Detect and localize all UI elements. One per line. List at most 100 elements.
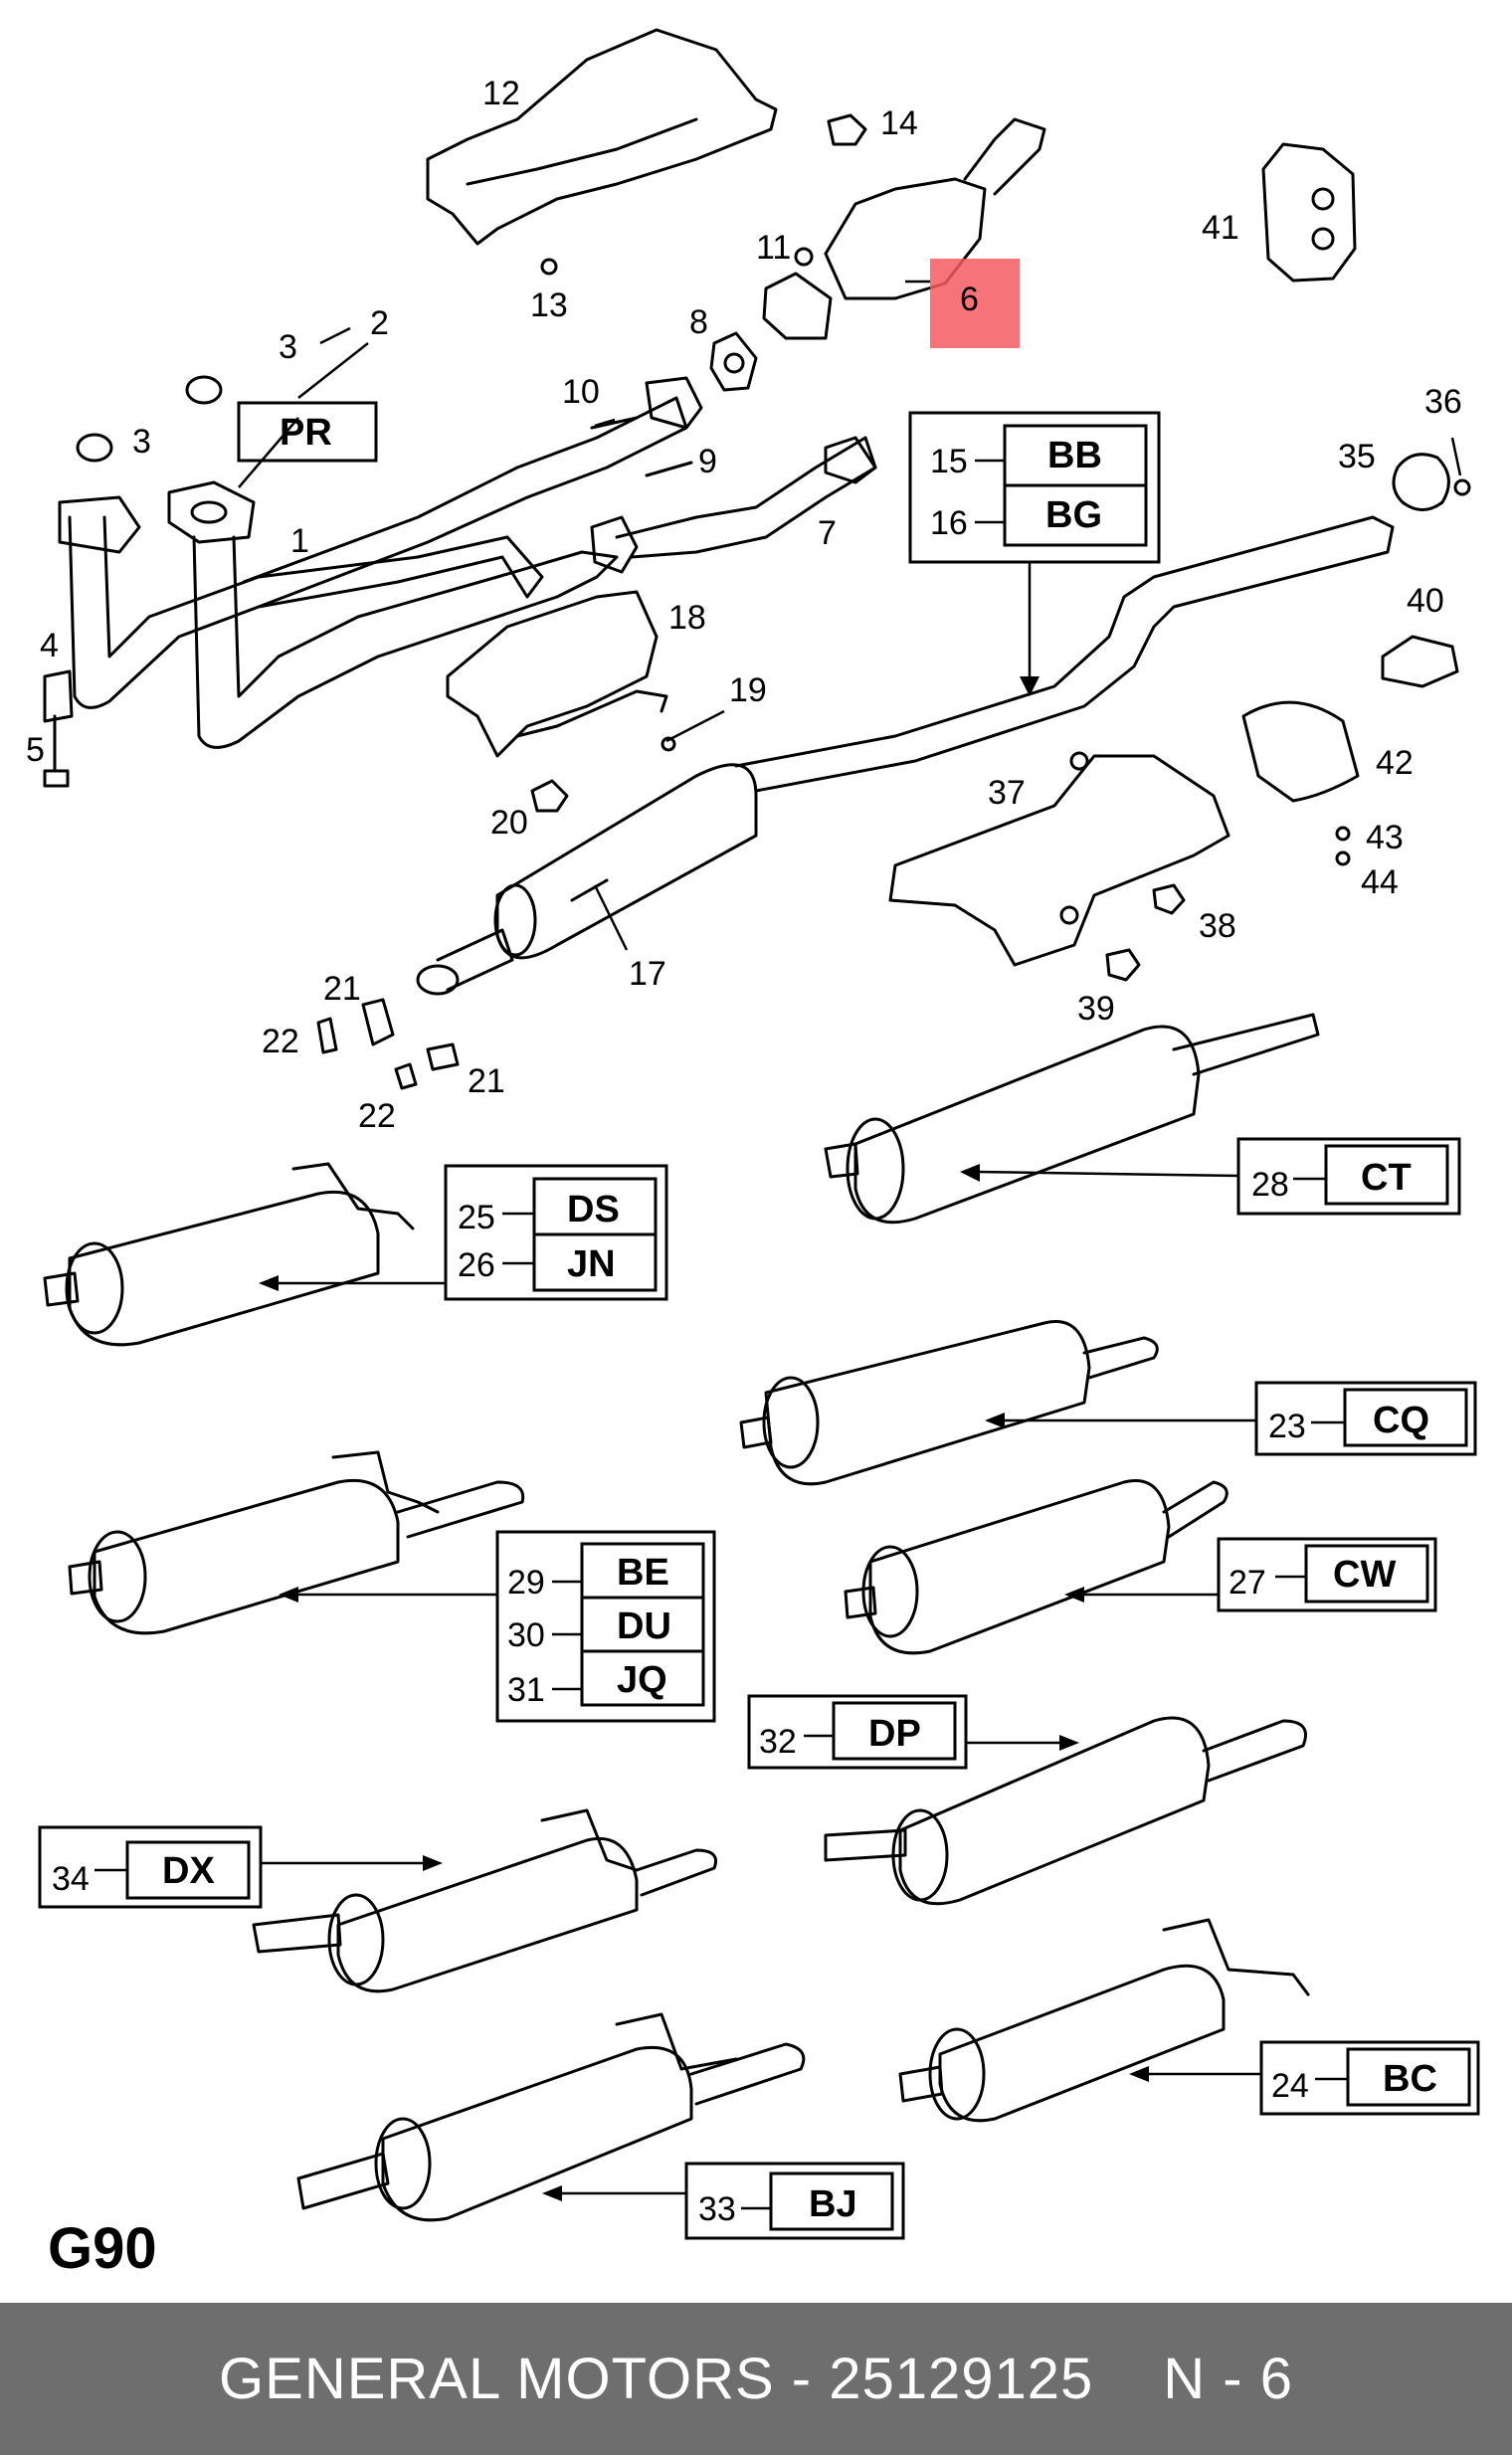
rear-silencer-dp xyxy=(898,1716,1211,1906)
code-bc: BC xyxy=(1383,2058,1437,2100)
rear-silencer-dx-tail xyxy=(635,1848,717,1897)
code-bj: BJ xyxy=(809,2183,857,2225)
strap-42 xyxy=(1241,700,1360,803)
bolt-17 xyxy=(570,878,609,902)
rear-silencer-dx-hanger xyxy=(540,1808,639,1872)
front-silencer-17-end xyxy=(493,883,537,957)
rear-silencer-be-du-jq-end xyxy=(88,1530,147,1623)
callout-22-lower: 22 xyxy=(358,1097,396,1135)
heat-shield-12 xyxy=(426,28,778,246)
code-box-cw: 27 CW xyxy=(1064,1537,1437,1612)
callout-12: 12 xyxy=(482,75,520,112)
rear-silencer-ds-jn-end xyxy=(65,1241,124,1335)
code-ct: CT xyxy=(1361,1157,1412,1199)
callout-37: 37 xyxy=(988,774,1026,812)
callout-43: 43 xyxy=(1366,819,1404,856)
rear-silencer-cq xyxy=(764,1320,1091,1486)
rear-silencer-cw-tail xyxy=(1162,1480,1228,1539)
callout-22-upper: 22 xyxy=(262,1023,299,1060)
nut-38 xyxy=(1152,883,1186,915)
front-pipe-right xyxy=(192,535,619,749)
callout-27: 27 xyxy=(1228,1564,1266,1602)
flange-11 xyxy=(762,272,833,340)
nut-43 xyxy=(1335,826,1351,842)
callout-44: 44 xyxy=(1361,863,1399,901)
callout-11: 11 xyxy=(756,229,791,267)
clamp-21-lower xyxy=(426,1042,460,1071)
rear-silencer-dp-tail xyxy=(1202,1719,1307,1783)
code-box-pr: PR xyxy=(237,401,378,463)
rear-silencer-cw xyxy=(868,1479,1171,1655)
flange-gasket-7 xyxy=(590,515,639,574)
nut-20 xyxy=(530,779,569,813)
code-dx: DX xyxy=(162,1850,215,1892)
rear-silencer-ds-jn-inlet xyxy=(43,1271,80,1307)
code-box-dp: 32 DP xyxy=(747,1694,1079,1770)
callout-20: 20 xyxy=(490,804,528,842)
section-code: G90 xyxy=(48,2216,157,2281)
callout-17: 17 xyxy=(629,955,666,993)
callout-38: 38 xyxy=(1199,907,1236,945)
callout-32: 32 xyxy=(759,1723,797,1761)
code-box-bc: 24 BC xyxy=(1129,2040,1480,2116)
rear-silencer-ct-tail xyxy=(1172,1013,1320,1076)
front-silencer-17-outlet xyxy=(416,964,460,996)
rear-silencer-bj-hanger xyxy=(615,2012,738,2071)
callout-2: 2 xyxy=(370,304,389,342)
gasket-8 xyxy=(709,331,758,392)
bolt-10 xyxy=(590,416,639,430)
flange-10 xyxy=(645,376,703,430)
code-box-bj: 33 BJ xyxy=(542,2162,905,2240)
nut-14 xyxy=(827,113,867,146)
front-pipe-left xyxy=(68,515,544,709)
code-box-ds-jn: 25 26 DS JN xyxy=(259,1164,668,1301)
clamp-22-lower xyxy=(394,1062,418,1090)
flange-front-right xyxy=(167,480,256,544)
callout-3-lower: 3 xyxy=(132,423,151,461)
callout-23: 23 xyxy=(1268,1408,1306,1445)
rear-silencer-bc-end xyxy=(928,2027,986,2121)
rear-silencer-bc-hanger xyxy=(1162,1918,1310,1996)
clamp-21-upper xyxy=(361,998,395,1046)
code-dp: DP xyxy=(868,1713,921,1755)
callout-14: 14 xyxy=(880,104,918,142)
intermediate-pipe-7 xyxy=(615,436,877,559)
rear-silencer-be-du-jq-inlet xyxy=(68,1560,103,1596)
catalytic-converter-6 xyxy=(824,177,987,300)
nut-39 xyxy=(1105,948,1141,982)
callout-10: 10 xyxy=(562,373,600,411)
code-du: DU xyxy=(617,1605,671,1647)
rear-silencer-bj-tail xyxy=(689,2042,806,2106)
flange-front-left xyxy=(58,495,141,554)
callout-26: 26 xyxy=(458,1246,495,1284)
rear-silencer-be-du-jq-tail xyxy=(396,1480,525,1539)
callout-13: 13 xyxy=(530,286,568,324)
highlight-box-6 xyxy=(930,259,1020,348)
nut-13 xyxy=(540,258,558,276)
rear-silencer-ds-jn xyxy=(68,1190,380,1347)
code-jn: JN xyxy=(567,1243,616,1285)
code-jq: JQ xyxy=(617,1659,667,1701)
callout-4: 4 xyxy=(40,627,59,664)
callout-28: 28 xyxy=(1251,1166,1289,1204)
rear-silencer-bj-end xyxy=(374,2117,432,2210)
ring-3-upper xyxy=(185,375,223,405)
rear-silencer-dx-inlet xyxy=(252,1913,342,1954)
rear-silencer-ct xyxy=(853,1025,1201,1225)
rear-silencer-ct-end xyxy=(846,1117,905,1221)
mounting-rubber-41-hole-a xyxy=(1311,187,1335,211)
callout-15: 15 xyxy=(930,443,968,480)
rear-silencer-bc-inlet xyxy=(898,2065,944,2103)
code-bb: BB xyxy=(1047,435,1102,476)
clamp-35 xyxy=(1392,453,1450,511)
nut-36 xyxy=(1453,478,1471,496)
heat-shield-37-hole-a xyxy=(1069,751,1089,771)
leader-lines xyxy=(238,280,1462,951)
mounting-rubber-41-hole-b xyxy=(1311,227,1335,251)
front-silencer-17 xyxy=(495,763,758,960)
gasket-8-hole xyxy=(723,352,745,374)
clamp-22-upper xyxy=(316,1017,338,1054)
callout-34: 34 xyxy=(52,1860,90,1898)
rear-silencer-cw-inlet xyxy=(844,1586,877,1619)
upper-pipe-1 xyxy=(242,396,688,609)
